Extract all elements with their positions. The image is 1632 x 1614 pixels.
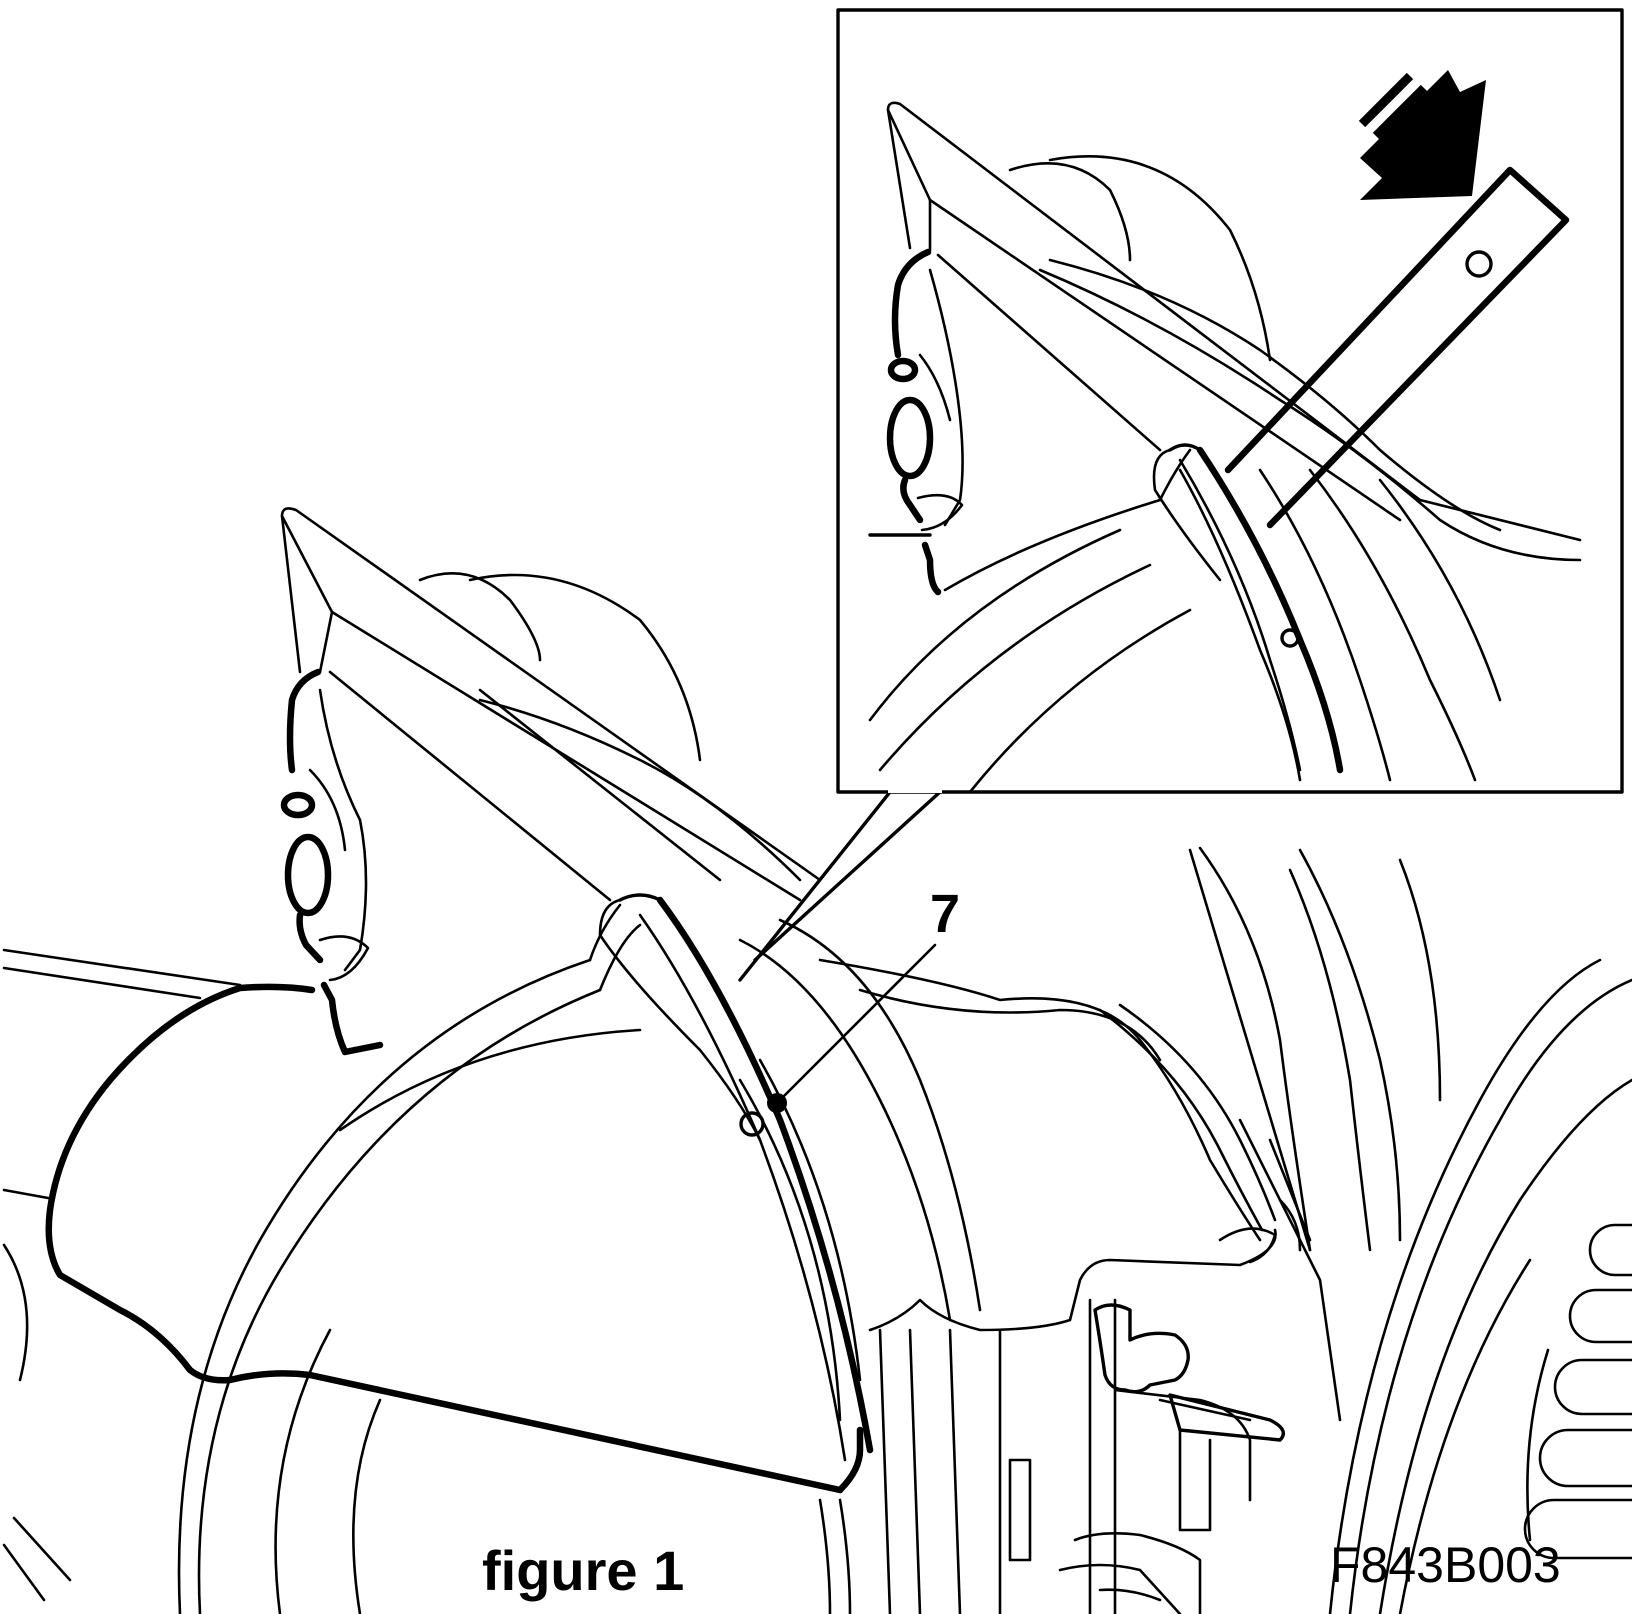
inset-trim-strip (1152, 443, 1344, 774)
callout-label: 7 (930, 884, 960, 944)
detail-inset (738, 8, 1624, 982)
hinge-latch (1008, 1298, 1285, 1614)
callout-leader-line (775, 943, 937, 1105)
tool-hole (1465, 250, 1493, 278)
trim-removal-tool (1224, 166, 1570, 529)
bold-diagonal-arrow-icon (1358, 70, 1486, 200)
right-door-edge (1328, 958, 1632, 1614)
wheel-arch (177, 903, 1002, 1614)
main-view (2, 507, 1632, 1614)
callout-7: 7 (775, 884, 960, 1105)
inset-pointer-right (753, 790, 942, 962)
bracket-edge-bold (280, 668, 384, 1056)
lower-panel-outline (45, 983, 864, 1494)
left-body-panel (2, 948, 242, 1602)
inset-bracket-edge-bold (868, 248, 964, 596)
inset-bracket-panel (886, 101, 1582, 562)
inset-frame (836, 8, 1624, 794)
right-interior (738, 846, 1442, 1422)
inset-wheel-arch (868, 448, 1502, 794)
figure-caption: figure 1 (482, 1539, 684, 1602)
trim-strip (598, 893, 874, 1462)
upper-bracket-panel (280, 507, 822, 972)
reference-code: F843B003 (1330, 1537, 1561, 1593)
grille-slots (1523, 1223, 1632, 1560)
